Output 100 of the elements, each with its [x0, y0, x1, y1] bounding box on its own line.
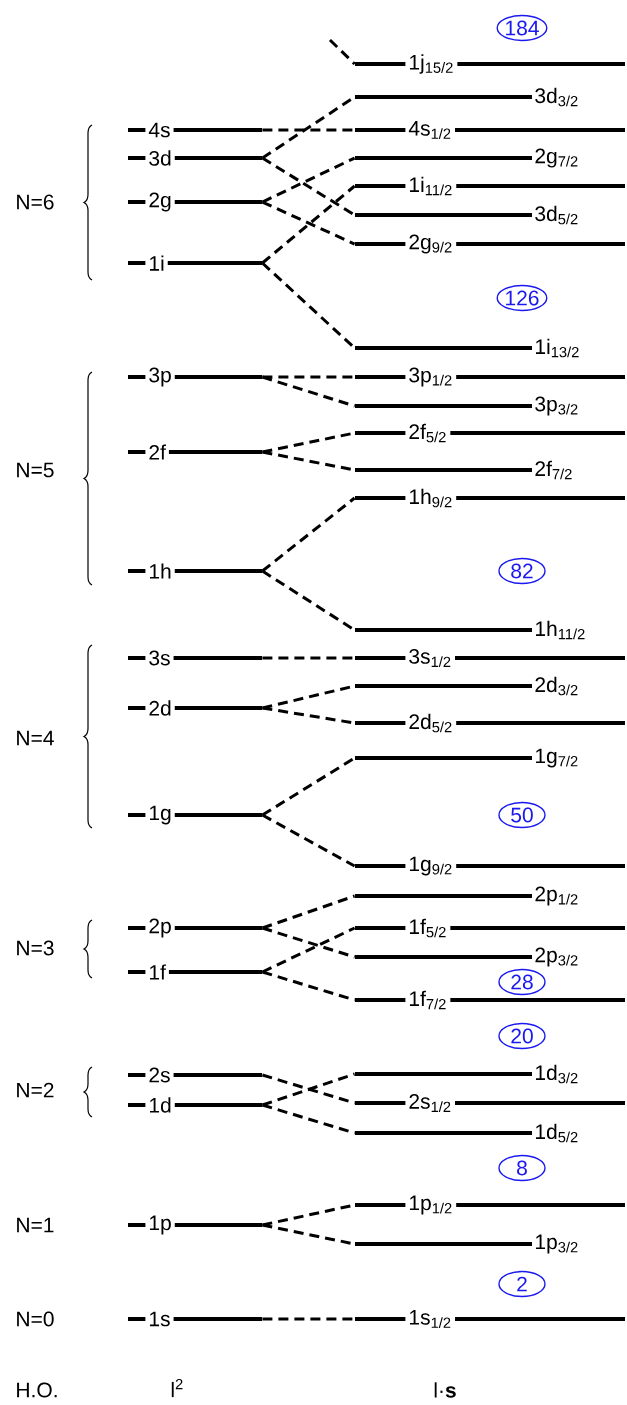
energy-level: 2g$_{7/2}$ [355, 148, 578, 168]
magic-number: 2 [498, 1270, 546, 1298]
axis-label: l$^{2}$ [171, 1378, 183, 1398]
energy-level: 2g$_{9/2}$ [355, 234, 625, 254]
energy-level: 2d$_{5/2}$ [355, 713, 625, 733]
node-label: 1d [150, 1097, 171, 1113]
magic-number: 82 [498, 557, 546, 585]
node-label: 1f$_{7/2}$ [409, 990, 446, 1010]
connector-line [261, 375, 356, 408]
energy-level: 2d$_{3/2}$ [355, 676, 578, 696]
energy-level: 1g [128, 805, 262, 825]
energy-level: 1p [128, 1215, 262, 1235]
node-label: 3s [149, 650, 170, 666]
node-label: 4s [148, 122, 170, 138]
energy-level: 1d$_{5/2}$ [355, 1123, 578, 1143]
node-label: 1f$_{5/2}$ [409, 918, 446, 938]
node-label: 2s [149, 1067, 170, 1083]
connector-line [261, 184, 356, 265]
magic-number: 8 [498, 1154, 546, 1182]
node-label: 3p [149, 367, 171, 387]
energy-level: 1g$_{9/2}$ [355, 856, 625, 876]
node-label: 1j$_{15/2}$ [409, 54, 453, 74]
node-label: 1g$_{9/2}$ [409, 856, 452, 876]
energy-level: 1p$_{1/2}$ [355, 1195, 625, 1215]
node-label: 2f$_{5/2}$ [409, 423, 446, 443]
energy-level: 4s$_{1/2}$ [355, 121, 625, 139]
energy-level: 2p$_{3/2}$ [355, 947, 578, 967]
axis-label: N=6 [17, 194, 54, 210]
node-label: 3s$_{1/2}$ [409, 648, 451, 668]
energy-level: 3s$_{1/2}$ [355, 648, 625, 668]
energy-level: 1d$_{3/2}$ [355, 1064, 578, 1084]
axis-label: H.O. [17, 1382, 57, 1398]
connector-line [262, 1317, 355, 1321]
energy-level: 2p [128, 918, 262, 938]
energy-level: 1h [128, 563, 262, 579]
energy-level: 2s$_{1/2}$ [355, 1093, 625, 1113]
connector-line [328, 38, 356, 66]
energy-level: 1i$_{13/2}$ [355, 338, 579, 358]
connector-line [261, 156, 356, 217]
energy-level: 1f$_{7/2}$ [355, 990, 625, 1010]
energy-level: 3p$_{1/2}$ [355, 367, 625, 387]
node-label: 1p [150, 1215, 171, 1235]
node-label: 2f [149, 444, 166, 460]
axis-label: N=1 [17, 1217, 54, 1233]
energy-level: 1i [128, 255, 262, 271]
energy-level: 2d [128, 700, 262, 716]
connector-line [261, 756, 356, 817]
connector-line [261, 156, 356, 204]
connector-line [261, 970, 356, 1002]
energy-level: 3s [128, 650, 262, 666]
magic-number: 126 [496, 284, 548, 312]
energy-level: 2s [128, 1067, 262, 1083]
node-label: 3p$_{1/2}$ [409, 367, 452, 387]
connector-line [262, 375, 355, 379]
node-label: 1s$_{1/2}$ [409, 1310, 451, 1328]
energy-level: 1s$_{1/2}$ [355, 1310, 625, 1328]
magic-number: 50 [498, 801, 546, 829]
energy-level: 2p$_{1/2}$ [355, 886, 578, 906]
node-label: 4s$_{1/2}$ [408, 121, 451, 139]
connector-line [261, 926, 356, 959]
energy-level: 3d$_{5/2}$ [355, 205, 578, 225]
connector-line [261, 200, 356, 246]
node-label: 1h [150, 563, 171, 579]
energy-level: 1p$_{3/2}$ [355, 1234, 578, 1254]
axis-label: N=5 [17, 462, 54, 478]
node-label: 1f [150, 964, 166, 980]
connector-line [261, 926, 356, 974]
node-label: 1p$_{1/2}$ [409, 1195, 452, 1215]
energy-level: 1i$_{11/2}$ [355, 176, 625, 196]
energy-level: 1h$_{9/2}$ [355, 488, 625, 508]
node-label: 3d [149, 150, 171, 166]
energy-level: 2f [128, 444, 262, 460]
connector-line [261, 894, 356, 930]
magic-number: 184 [496, 14, 548, 42]
axis-label: N=3 [17, 940, 54, 956]
energy-level: 3d [128, 150, 262, 166]
magic-number: 28 [498, 968, 546, 996]
magic-number: 20 [498, 1022, 546, 1050]
node-label: 1i$_{11/2}$ [409, 176, 452, 196]
node-label: 1i [150, 255, 164, 271]
energy-level: 1d [128, 1097, 262, 1113]
energy-level: 1f$_{5/2}$ [355, 918, 625, 938]
connector-line [261, 1103, 356, 1135]
connector-line [262, 656, 355, 660]
axis-label: l·s [434, 1382, 456, 1398]
axis-label: N=2 [17, 1082, 54, 1098]
node-label: 2d [149, 700, 171, 716]
energy-level: 1g$_{7/2}$ [355, 748, 578, 768]
energy-level: 2g [128, 192, 262, 212]
energy-level: 3d$_{3/2}$ [355, 87, 578, 107]
axis-label: N=0 [17, 1311, 54, 1327]
connector-line [261, 496, 356, 573]
connector-line [262, 128, 355, 132]
node-label: 2g [149, 192, 171, 212]
energy-level: 1h$_{11/2}$ [355, 620, 585, 640]
node-label: 1g [150, 805, 171, 825]
node-label: 2p [149, 918, 171, 938]
energy-level: 1j$_{15/2}$ [355, 54, 625, 74]
energy-level: 1f [128, 964, 262, 980]
energy-level: 2f$_{7/2}$ [355, 460, 572, 480]
